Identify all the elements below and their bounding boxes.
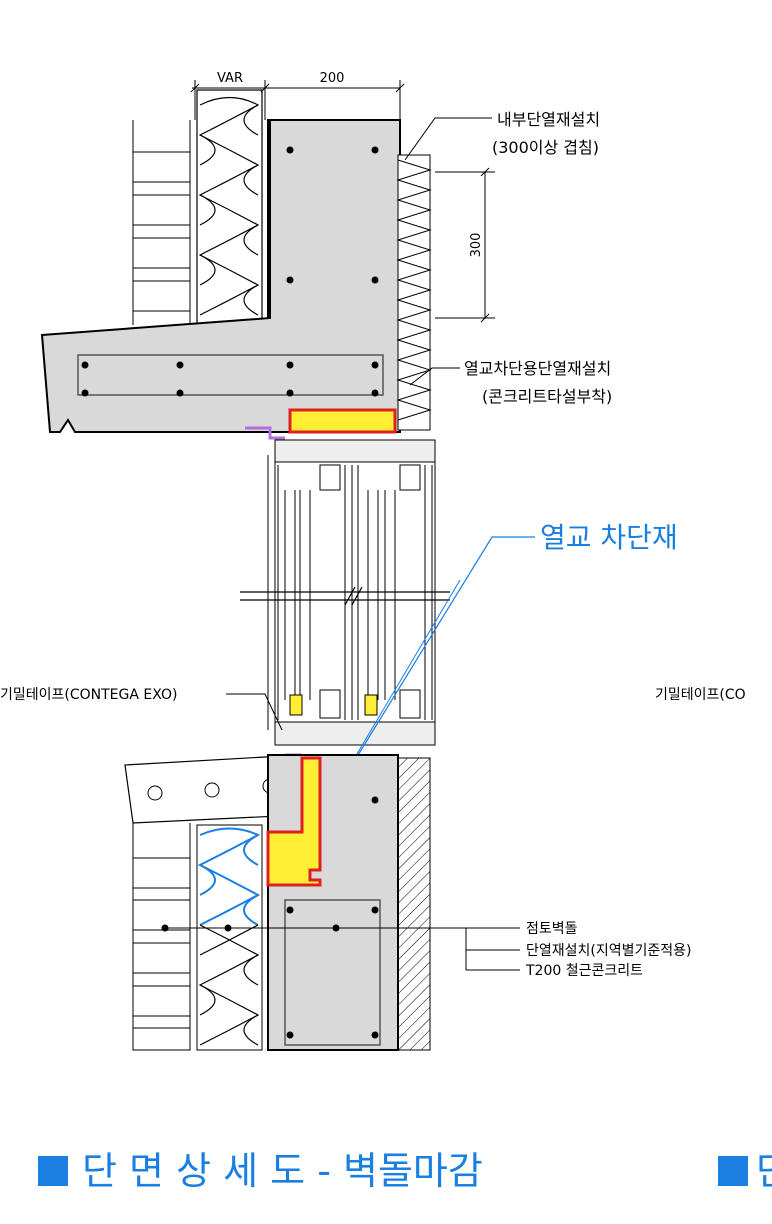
note-thermal-break-1: 열교차단용단열재설치 [464,359,611,378]
dim-wall-label: 200 [320,71,345,86]
legend-markers [161,924,340,932]
rebar-dots-upper [81,146,379,397]
interior-finish-hatch [397,757,431,1051]
rebar-slab [77,354,384,396]
note-thermal-break-material: 열교 차단재 [540,521,678,554]
brick-column-lower [132,823,191,1051]
dim-overlap-label: 300 [469,233,484,258]
thermal-break-lower [266,756,322,887]
thermal-break-upper [288,408,397,434]
airtight-tape-leader [226,693,283,731]
interior-insulation [396,154,432,431]
note-airtight-tape-left: 기밀테이프(CONTEGA EXO) [0,687,177,703]
note-inner-insulation-2: (300이상 겹침) [492,138,599,157]
concrete-wall-lower [267,754,399,1051]
note-airtight-tape-right: 기밀테이프(CO [655,687,746,703]
brick-column-upper [132,120,191,325]
concrete-slab [40,119,401,433]
note-inner-insulation-1: 내부단열재설치 [497,110,600,129]
rebar-dots-lower [286,796,379,1039]
dimension-lines-300 [435,167,495,323]
airtight-tape-upper [245,426,285,440]
page-title: 단 면 상 세 도 - 벽돌마감 [82,1149,483,1193]
insulation-upper [196,89,263,326]
thermal-break-leader [311,536,535,831]
legend-concrete: T200 철근콘크리트 [525,963,643,979]
legend-brick: 점토벽돌 [526,921,578,937]
next-title-partial: 단 [756,1149,772,1193]
legend-insulation: 단열재설치(지역별기준적용) [526,943,691,959]
dim-var-label: VAR [217,71,243,86]
dimension-lines-top [190,80,405,120]
leader-lines-upper [404,117,492,386]
title-square-icon [38,1156,68,1186]
insulation-lower [196,824,263,1051]
window-break-line [240,586,450,606]
note-thermal-break-2: (콘크리트타설부착) [482,387,612,406]
next-title-square-icon [718,1156,748,1186]
legend-leaders [165,927,520,971]
rebar-frame-lower [284,899,381,1046]
